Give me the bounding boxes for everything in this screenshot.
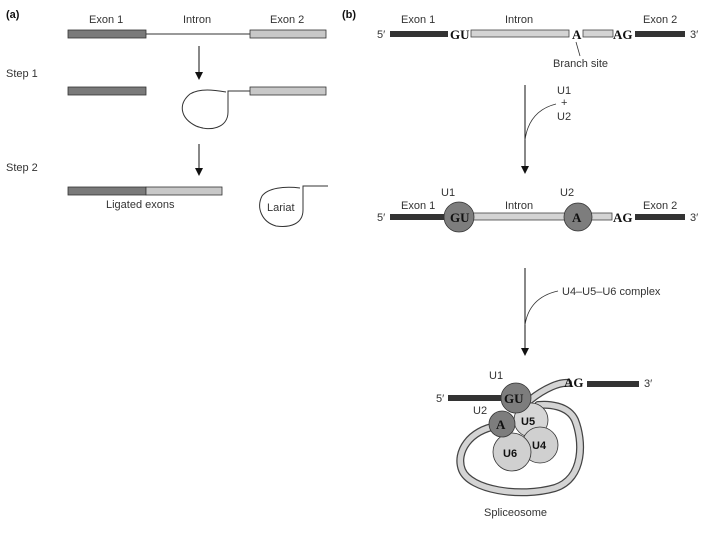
b-sp-5prime: 5′ [436,393,444,405]
a-ligated-label: Ligated exons [106,199,175,211]
a-exon1-bar [67,29,147,39]
b-mid-u2-snrnp [563,202,593,232]
b-sp-ag: AG [564,375,584,390]
b-sp-u1-snrnp [500,382,532,414]
a-lariat-loop [259,185,328,227]
b-top-3prime: 3′ [690,29,698,41]
a-ligated-exon2 [145,186,223,196]
b-sp-a: A [496,417,506,432]
b-top-intron-tube-2 [582,29,614,38]
b-top-exon2-bar [635,31,685,37]
panel-b: (b) Exon 1 Intron Exon 2 5′ GU A AG 3′ B… [342,9,698,519]
b-sp-u1-label: U1 [489,370,503,382]
b-mid-u1-snrnp [443,201,475,233]
b-top-intron-label: Intron [505,14,533,26]
a-step1-lariat-loop [181,89,250,130]
b-arrow1-plus: + [561,97,567,109]
b-mid-ag: AG [613,210,633,225]
b-mid-gu: GU [450,210,470,225]
b-sp-u2-snrnp [488,410,516,438]
b-top-exon1-bar [390,31,448,37]
b-mid-intron-tube-2 [589,212,613,221]
b-mid-intron-label: Intron [505,200,533,212]
panel-a: (a) Exon 1 Intron Exon 2 Step 1 Step 2 L… [6,9,328,227]
b-arrow1-u1: U1 [557,85,571,97]
b-branch-site-label: Branch site [553,58,608,70]
b-sp-gu: GU [504,391,524,406]
a-exon2-bar [249,29,327,39]
b-top-intron-tube-1 [470,29,570,38]
b-mid-exon1-label: Exon 1 [401,200,435,212]
a-intron-label: Intron [183,14,211,26]
b-sp-u5-label: U5 [521,416,535,428]
a-ligated-exon1 [67,186,147,196]
b-arrow1-u2: U2 [557,111,571,123]
a-step1-exon1 [67,86,147,96]
b-sp-exon2-bar [587,381,639,387]
a-step1-label: Step 1 [6,68,38,80]
panel-b-tag: (b) [342,9,356,21]
b-sp-exon1-bar [448,395,504,401]
b-mid-exon2-bar [635,214,685,220]
b-sp-u6-snrnp [492,432,532,472]
b-mid-u1-label: U1 [441,187,455,199]
b-arrow-2-branch [524,290,559,326]
a-exon1-label: Exon 1 [89,14,123,26]
b-sp-u6-label: U6 [503,448,517,460]
b-mid-exon1-bar [390,214,448,220]
spliceosome: U1 5′ U2 GU A U5 U4 U6 AG 3′ Spliceosome [436,370,652,519]
b-sp-3prime: 3′ [644,378,652,390]
b-mid-intron-tube-1 [469,212,569,221]
b-top-ag: AG [613,27,633,42]
a-lariat-label: Lariat [267,202,295,214]
b-top-exon2-label: Exon 2 [643,14,677,26]
b-mid-5prime: 5′ [377,212,385,224]
a-step1-exon2 [249,86,327,96]
b-mid-a: A [572,210,582,225]
b-top-gu: GU [450,27,470,42]
b-arrow2-complex: U4–U5–U6 complex [562,286,661,298]
panel-a-tag: (a) [6,9,20,21]
b-top-exon1-label: Exon 1 [401,14,435,26]
b-sp-u2-label: U2 [473,405,487,417]
b-branch-pointer [575,41,581,57]
b-sp-caption: Spliceosome [484,507,547,519]
b-sp-u4-label: U4 [532,440,547,452]
b-top-branch-a: A [572,27,582,42]
b-mid-exon2-label: Exon 2 [643,200,677,212]
b-sp-intron-tube [457,380,583,496]
a-exon2-label: Exon 2 [270,14,304,26]
b-arrow-1-branch [524,103,557,141]
b-mid-3prime: 3′ [690,212,698,224]
b-top-5prime: 5′ [377,29,385,41]
b-mid-u2-label: U2 [560,187,574,199]
a-step2-label: Step 2 [6,162,38,174]
